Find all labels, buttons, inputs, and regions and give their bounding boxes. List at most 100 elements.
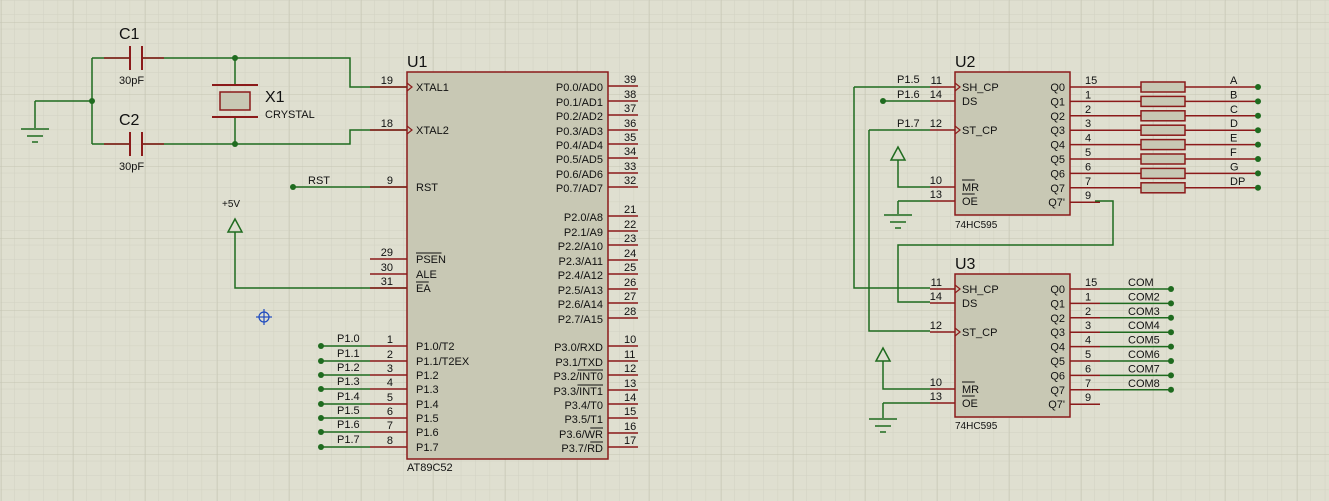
crystal-x1[interactable]: X1 CRYSTAL <box>212 84 315 121</box>
port1-net-7: P1.7 <box>318 434 370 450</box>
chip-u2[interactable]: U2 74HC595 11SH_CP14DS12ST_CP10MR13OE15Q… <box>930 54 1100 231</box>
wire-mr-u2 <box>897 160 930 188</box>
resistor[interactable] <box>1140 81 1186 93</box>
u1-part: AT89C52 <box>407 462 453 474</box>
u1-pin-number: 34 <box>624 146 636 158</box>
u1-pin-2[interactable]: 2P1.1/T2EX <box>370 349 470 368</box>
u2-pin-3[interactable]: 3Q3 <box>1050 118 1100 137</box>
u1-body <box>406 71 609 460</box>
wire-cascade <box>897 200 1114 303</box>
x1-value: CRYSTAL <box>265 109 315 121</box>
u3-pin-name: Q0 <box>1050 284 1065 296</box>
u2-pin-5[interactable]: 5Q5 <box>1050 147 1100 166</box>
u1-pin-5[interactable]: 5P1.4 <box>370 392 439 411</box>
u1-pin-1[interactable]: 1P1.0/T2 <box>370 334 455 353</box>
clock-marker-icon <box>406 82 413 92</box>
u3-pin-2[interactable]: 2Q2 <box>1050 306 1100 325</box>
u1-pin-8[interactable]: 8P1.7 <box>370 435 439 454</box>
u1-pin-number: 3 <box>387 363 393 375</box>
chip-u3[interactable]: U3 74HC595 11SH_CP14DS12ST_CP10MR13OE15Q… <box>930 256 1100 432</box>
port1-net-5: P1.5 <box>318 405 370 421</box>
resistor[interactable] <box>1140 153 1186 165</box>
com-output-2: COM3 <box>1100 306 1174 321</box>
u1-pin-name: P3.1/TXD <box>555 357 603 369</box>
chip-u1[interactable]: U1 AT89C52 19XTAL118XTAL29RST29PSEN30ALE… <box>370 54 638 474</box>
resistor[interactable] <box>1140 138 1186 151</box>
capacitor-c2[interactable]: C2 30pF <box>104 112 164 173</box>
u1-pin-name: P2.2/A10 <box>558 241 603 253</box>
u1-pin-7[interactable]: 7P1.6 <box>370 420 439 439</box>
u3-pin-9[interactable]: 9Q7' <box>1048 392 1100 411</box>
u2-pin-6[interactable]: 6Q6 <box>1050 161 1100 180</box>
u2-pin-7[interactable]: 7Q7 <box>1050 176 1100 195</box>
u1-pin-3[interactable]: 3P1.2 <box>370 363 439 382</box>
capacitor-c1[interactable]: C1 30pF <box>104 26 164 87</box>
u3-pin-4[interactable]: 4Q4 <box>1050 335 1100 354</box>
u1-pin-name: RST <box>416 182 438 194</box>
resistor[interactable] <box>1140 95 1186 108</box>
resistor[interactable] <box>1140 167 1186 180</box>
u3-pin-7[interactable]: 7Q7 <box>1050 378 1100 397</box>
u2-pin-name: Q0 <box>1050 82 1065 94</box>
u2-pin-1[interactable]: 1Q1 <box>1050 89 1100 108</box>
port1-net-label: P1.5 <box>337 405 360 417</box>
u1-pin-4[interactable]: 4P1.3 <box>370 377 439 396</box>
resistor[interactable] <box>1140 110 1186 122</box>
u3-pin-6[interactable]: 6Q6 <box>1050 363 1100 382</box>
u3-pin-1[interactable]: 1Q1 <box>1050 291 1100 310</box>
u3-pin-3[interactable]: 3Q3 <box>1050 320 1100 339</box>
u2-pin-9[interactable]: 9Q7' <box>1048 190 1100 209</box>
origin-marker-icon[interactable] <box>256 309 272 325</box>
u2-pin-number: 10 <box>930 175 942 187</box>
u3-pin-number: 1 <box>1085 291 1091 303</box>
u2-pin-2[interactable]: 2Q2 <box>1050 104 1100 123</box>
resistor[interactable] <box>1140 124 1186 136</box>
u3-pin-5[interactable]: 5Q5 <box>1050 349 1100 368</box>
u1-pin-6[interactable]: 6P1.5 <box>370 406 439 425</box>
resistor[interactable] <box>1140 182 1186 194</box>
u2-pin-4[interactable]: 4Q4 <box>1050 133 1100 152</box>
